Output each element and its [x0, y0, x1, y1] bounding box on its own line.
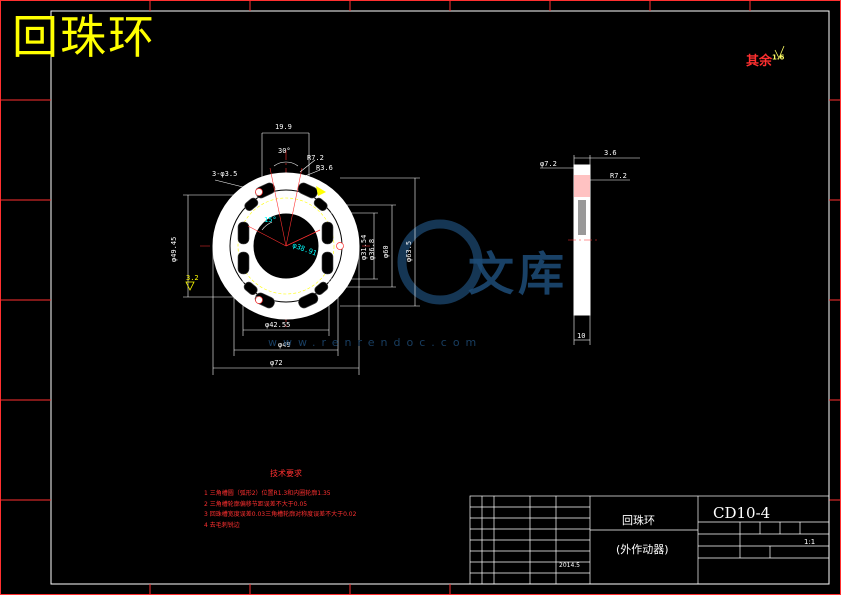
- dim-side-dia: φ7.2: [540, 160, 557, 168]
- dim-angle-inner: 15°: [264, 216, 277, 224]
- roughness-note: 其余1.6: [746, 50, 784, 69]
- watermark-brand: 文库: [468, 247, 568, 301]
- watermark-logo-ring: [397, 219, 483, 305]
- tech-requirements-list: 1 三角槽圆（弧形2）位置R1.3和内圈轮廓1.35 2 三角槽轮廓偏移节距误差…: [204, 489, 356, 531]
- front-view: 19.9 30° 3-φ3.5 R7.2 R3.6 15° φ38.91 φ49…: [170, 123, 420, 375]
- dim-bottom-dia2: φ49: [278, 341, 291, 349]
- dim-mid-dia: φ31.54: [360, 235, 368, 260]
- roughness-value: 1.6: [772, 53, 785, 62]
- dim-left-rough: 3.2: [186, 274, 199, 282]
- dim-mid-dia2: φ36.8: [368, 239, 376, 260]
- dim-left-dia: φ49.45: [170, 237, 178, 262]
- title-block-scale: 1:1: [804, 538, 816, 546]
- dim-right-dia: φ60: [382, 245, 390, 258]
- tech-requirements-title: 技术要求: [270, 469, 302, 478]
- tech-requirement-item: 3 回珠槽宽度误差0.03三角槽轮廓对称度误差不大于0.02: [204, 511, 357, 518]
- watermark-url: www.renrendoc.com: [268, 336, 483, 349]
- roughness-symbol: [774, 45, 785, 59]
- dim-r-big: R7.2: [307, 154, 324, 162]
- dim-top-width: 19.9: [275, 123, 292, 131]
- inner-border: [50, 10, 830, 585]
- dim-holes: 3-φ3.5: [212, 170, 237, 178]
- dim-r-small: R3.6: [316, 164, 333, 172]
- title-block-date: 2014.5: [559, 562, 580, 569]
- dim-side-width: 10: [577, 332, 585, 340]
- dim-far-right-dia: φ63.5: [405, 241, 413, 262]
- title-block-subtitle: (外作动器): [616, 543, 669, 556]
- tech-requirement-item: 1 三角槽圆（弧形2）位置R1.3和内圈轮廓1.35: [204, 490, 331, 497]
- title-block-part-name: 回珠环: [622, 514, 655, 527]
- roughness-note-text: 其余: [746, 54, 773, 69]
- tech-requirement-item: 4 去毛刺锐边: [204, 521, 240, 529]
- dim-side-r: R7.2: [610, 172, 627, 180]
- dim-bottom-dia3: φ72: [270, 359, 283, 367]
- side-view: 3.6 φ7.2 R7.2 10: [540, 149, 640, 345]
- dim-angle-top: 30°: [278, 147, 291, 155]
- title-block: [469, 495, 830, 585]
- title-block-code: CD10-4: [713, 504, 771, 522]
- tech-requirement-item: 2 三角槽轮廓偏移节距误差不大于0.05: [204, 500, 308, 508]
- dim-bottom-dia1: φ42.55: [265, 321, 290, 329]
- dim-side-top: 3.6: [604, 149, 617, 157]
- drawing-title: 回珠环: [12, 10, 156, 64]
